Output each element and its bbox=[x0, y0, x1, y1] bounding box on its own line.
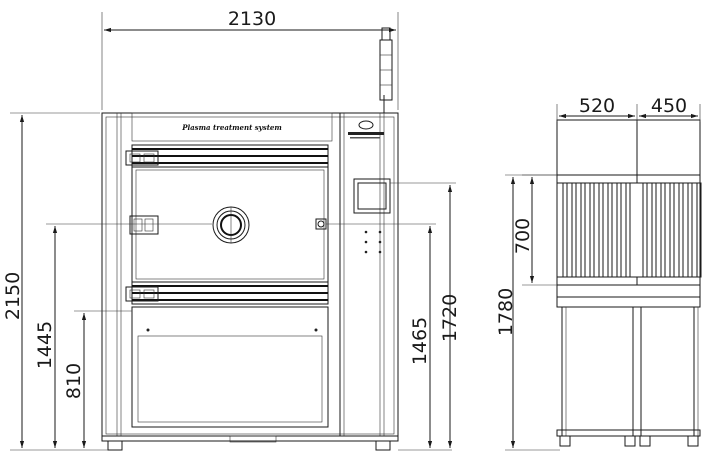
brand-logo bbox=[348, 120, 384, 139]
electrode-plate bbox=[616, 182, 622, 278]
side-top-box-1 bbox=[556, 119, 638, 176]
dim-height-1445: 1445 bbox=[34, 321, 56, 369]
dim-side-width-1: 520 bbox=[579, 95, 615, 117]
base-casters bbox=[101, 435, 399, 451]
control-touchscreen bbox=[353, 178, 391, 214]
electrode-plate bbox=[660, 182, 666, 278]
side-top-box-2 bbox=[636, 119, 701, 176]
dim-overall-height: 2150 bbox=[2, 272, 24, 320]
door-title: Plasma treatment system bbox=[181, 123, 282, 132]
electrode-plate bbox=[562, 182, 568, 278]
electrode-plate bbox=[598, 182, 604, 278]
electrode-plate bbox=[589, 182, 595, 278]
dim-height-1720: 1720 bbox=[439, 294, 461, 342]
electrode-plate bbox=[625, 182, 631, 278]
dim-side-total-height: 1780 bbox=[495, 288, 517, 336]
viewport-window bbox=[212, 206, 250, 244]
cabinet-outline bbox=[101, 112, 399, 437]
door-handle bbox=[315, 218, 327, 230]
electrode-plate bbox=[580, 182, 586, 278]
lower-cabinet-panel bbox=[131, 306, 329, 428]
dim-overall-width: 2130 bbox=[228, 8, 276, 30]
chamber-door bbox=[131, 166, 329, 283]
electrode-plate bbox=[651, 182, 657, 278]
electrode-plate bbox=[687, 182, 693, 278]
side-dimensions: 520 450 700 1780 bbox=[495, 95, 701, 451]
front-view: Plasma treatment system bbox=[101, 27, 399, 451]
dim-height-810: 810 bbox=[63, 363, 85, 399]
dim-height-1465: 1465 bbox=[409, 317, 431, 365]
electrode-plate bbox=[571, 182, 577, 278]
electrode-stack bbox=[556, 174, 702, 286]
dim-side-width-2: 450 bbox=[651, 95, 687, 117]
hinge-middle bbox=[129, 215, 159, 235]
side-view bbox=[556, 119, 702, 447]
electrode-plate bbox=[642, 182, 648, 278]
front-dimensions: 2130 2150 1445 810 1465 1720 bbox=[2, 8, 461, 451]
hinge-bottom bbox=[125, 286, 159, 302]
electrode-plate bbox=[696, 182, 702, 278]
side-frame bbox=[556, 284, 701, 447]
signal-tower bbox=[379, 27, 393, 113]
hinge-top bbox=[125, 150, 159, 166]
control-buttons bbox=[364, 230, 382, 254]
lower-rails bbox=[131, 281, 329, 305]
electrode-plate bbox=[669, 182, 675, 278]
dim-side-upper-height: 700 bbox=[512, 218, 534, 254]
upper-rails bbox=[131, 144, 329, 168]
electrode-plate bbox=[678, 182, 684, 278]
electrode-plate bbox=[607, 182, 613, 278]
